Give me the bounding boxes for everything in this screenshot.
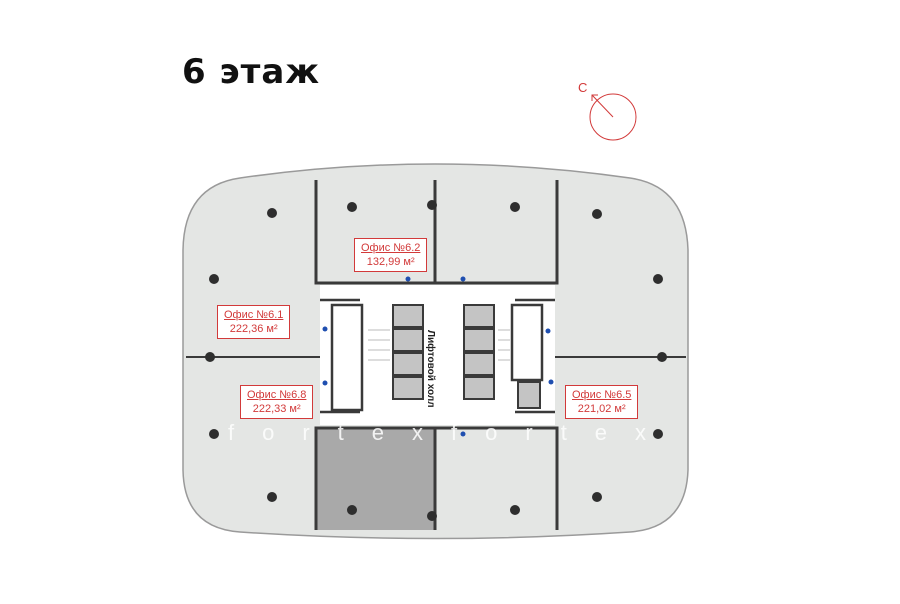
office-6-8-label[interactable]: Офис №6.8 222,33 м²	[240, 385, 314, 419]
office-name: Офис №6.8	[247, 389, 307, 401]
office-6-1-label[interactable]: Офис №6.1 222,36 м²	[217, 305, 291, 339]
office-area: 222,36 м²	[229, 323, 278, 335]
floor-title: 6 этаж	[182, 52, 321, 92]
watermark: fortexfortex	[228, 420, 675, 445]
columns	[205, 200, 667, 521]
water-point-icons	[322, 276, 554, 437]
office-area: 132,99 м²	[366, 256, 415, 268]
core	[320, 285, 555, 425]
office-name: Офис №6.2	[361, 242, 421, 254]
compass-icon	[589, 93, 637, 141]
office-name: Офис №6.5	[572, 389, 632, 401]
occupied-area	[316, 428, 435, 530]
office-name: Офис №6.1	[224, 309, 284, 321]
compass-north-label: С	[578, 80, 588, 95]
office-area: 222,33 м²	[252, 403, 301, 415]
office-6-5-label[interactable]: Офис №6.5 221,02 м²	[565, 385, 639, 419]
elevator-hall-label: Лифтовой холл	[425, 330, 436, 408]
office-area: 221,02 м²	[577, 403, 626, 415]
office-6-2-label[interactable]: Офис №6.2 132,99 м²	[354, 238, 428, 272]
